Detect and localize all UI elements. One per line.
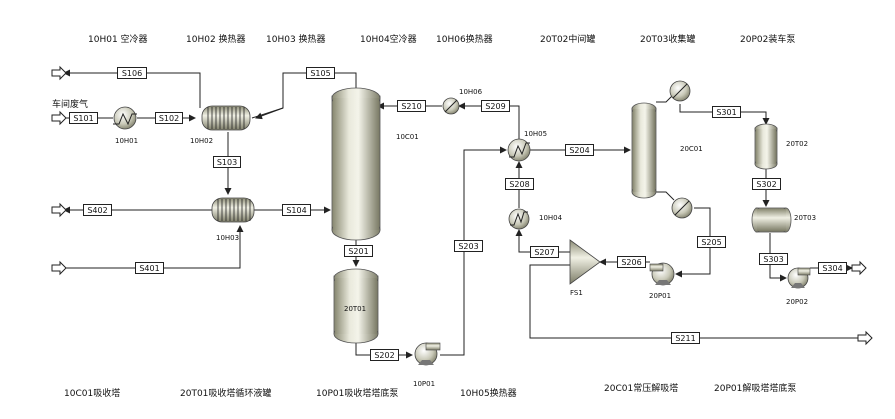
legend-bottom-10p01: 10P01吸收塔塔底泵 — [316, 389, 399, 399]
splitter-fs1[interactable] — [569, 239, 601, 285]
arrow-s106-out — [51, 65, 67, 81]
equip-label-10h02: 10H02 — [190, 137, 214, 145]
stream-s105[interactable]: S105 — [306, 67, 335, 79]
stream-s207[interactable]: S207 — [530, 246, 559, 258]
legend-bottom-20t01: 20T01吸收塔循环液罐 — [180, 389, 272, 399]
condenser-20c01[interactable] — [669, 80, 691, 102]
exchanger-10h02[interactable] — [201, 105, 251, 131]
equip-label-20t02: 20T02 — [786, 140, 809, 148]
legend-top-10h01: 10H01 空冷器 — [88, 35, 148, 45]
legend-top-20p02: 20P02装车泵 — [740, 35, 796, 45]
stream-s204[interactable]: S204 — [565, 144, 594, 156]
stream-s302[interactable]: S302 — [752, 178, 781, 190]
stream-s203[interactable]: S203 — [454, 240, 483, 252]
inlet-label: 车间废气 — [52, 100, 89, 110]
pipe-s203 — [440, 146, 507, 356]
column-10c01[interactable] — [331, 87, 381, 241]
equip-label-20t01: 20T01 — [344, 305, 367, 313]
pump-10p01[interactable] — [414, 342, 441, 366]
tank-20t02[interactable] — [754, 123, 778, 170]
stream-s208[interactable]: S208 — [505, 178, 534, 190]
equip-label-fs1: FS1 — [570, 289, 583, 297]
stream-s301[interactable]: S301 — [712, 106, 741, 118]
legend-bottom-10c01: 10C01吸收塔 — [64, 389, 121, 399]
pipe-s105-end — [255, 107, 284, 120]
pipe-c01-reboiler — [656, 191, 675, 201]
legend-bottom-10h05: 10H05换热器 — [460, 389, 517, 399]
legend-top-10h02: 10H02 换热器 — [186, 35, 246, 45]
arrow-s402-out — [51, 202, 67, 218]
pipe-c01-overhead — [656, 95, 673, 103]
equip-label-10h06: 10H06 — [459, 88, 483, 96]
stream-s206[interactable]: S206 — [617, 256, 646, 268]
reboiler-20c01[interactable] — [671, 197, 693, 219]
equip-label-20c01: 20C01 — [680, 145, 703, 153]
stream-s210[interactable]: S210 — [397, 100, 426, 112]
equip-label-20p02: 20P02 — [786, 298, 809, 306]
arrow-s211-out — [857, 330, 873, 346]
stream-s211[interactable]: S211 — [671, 332, 700, 344]
pump-20p02[interactable] — [787, 267, 811, 289]
exchanger-10h03[interactable] — [211, 197, 255, 223]
stream-s102[interactable]: S102 — [155, 112, 183, 124]
legend-top-20t03: 20T03收集罐 — [640, 35, 696, 45]
tank-20t01[interactable] — [333, 268, 379, 344]
equip-label-10h01: 10H01 — [115, 137, 139, 145]
equip-label-20p01: 20P01 — [649, 292, 672, 300]
equip-label-10p01: 10P01 — [413, 380, 436, 388]
arrow-s304-out — [851, 260, 867, 276]
pipe-s401 — [64, 225, 244, 269]
legend-top-10h06: 10H06换热器 — [436, 35, 493, 45]
tank-20t03[interactable] — [751, 207, 792, 233]
stream-s209[interactable]: S209 — [481, 100, 510, 112]
pipes — [63, 69, 867, 359]
arrow-s401-in — [51, 260, 67, 276]
legend-bottom-20c01: 20C01常压解吸塔 — [604, 384, 679, 394]
stream-s106[interactable]: S106 — [117, 67, 147, 79]
terminal-arrows — [51, 65, 873, 346]
equip-label-10h03: 10H03 — [216, 234, 240, 242]
equip-label-10c01: 10C01 — [396, 133, 419, 141]
stream-s101[interactable]: S101 — [69, 112, 98, 124]
stream-s304[interactable]: S304 — [818, 262, 847, 274]
pipe-s209 — [458, 102, 520, 140]
stream-s402[interactable]: S402 — [83, 204, 112, 216]
pump-20p01[interactable] — [649, 262, 675, 286]
equip-label-20t03: 20T03 — [794, 214, 817, 222]
legend-bottom-20p01: 20P01解吸塔塔底泵 — [714, 384, 797, 394]
pipe-s303 — [769, 233, 787, 282]
stream-s201[interactable]: S201 — [344, 245, 373, 257]
stream-s104[interactable]: S104 — [282, 204, 311, 216]
stream-s401[interactable]: S401 — [135, 262, 164, 274]
exchanger-10h05[interactable] — [507, 138, 531, 162]
equip-label-10h04: 10H04 — [539, 214, 563, 222]
equip-label-10h05: 10H05 — [524, 130, 548, 138]
legend-top-20t02: 20T02中间罐 — [540, 35, 596, 45]
stream-s202[interactable]: S202 — [370, 349, 399, 361]
stream-s103[interactable]: S103 — [213, 156, 241, 168]
cooler-10h04[interactable] — [508, 208, 530, 230]
arrow-s101-in — [51, 110, 67, 126]
legend-top-10h03: 10H03 换热器 — [266, 35, 326, 45]
exchanger-10h06[interactable] — [442, 97, 460, 115]
stream-s303[interactable]: S303 — [759, 253, 788, 265]
legend-top-10h04: 10H04空冷器 — [360, 35, 417, 45]
column-20c01[interactable] — [631, 102, 657, 199]
cooler-10h01[interactable] — [113, 106, 137, 130]
stream-s205[interactable]: S205 — [697, 236, 726, 248]
